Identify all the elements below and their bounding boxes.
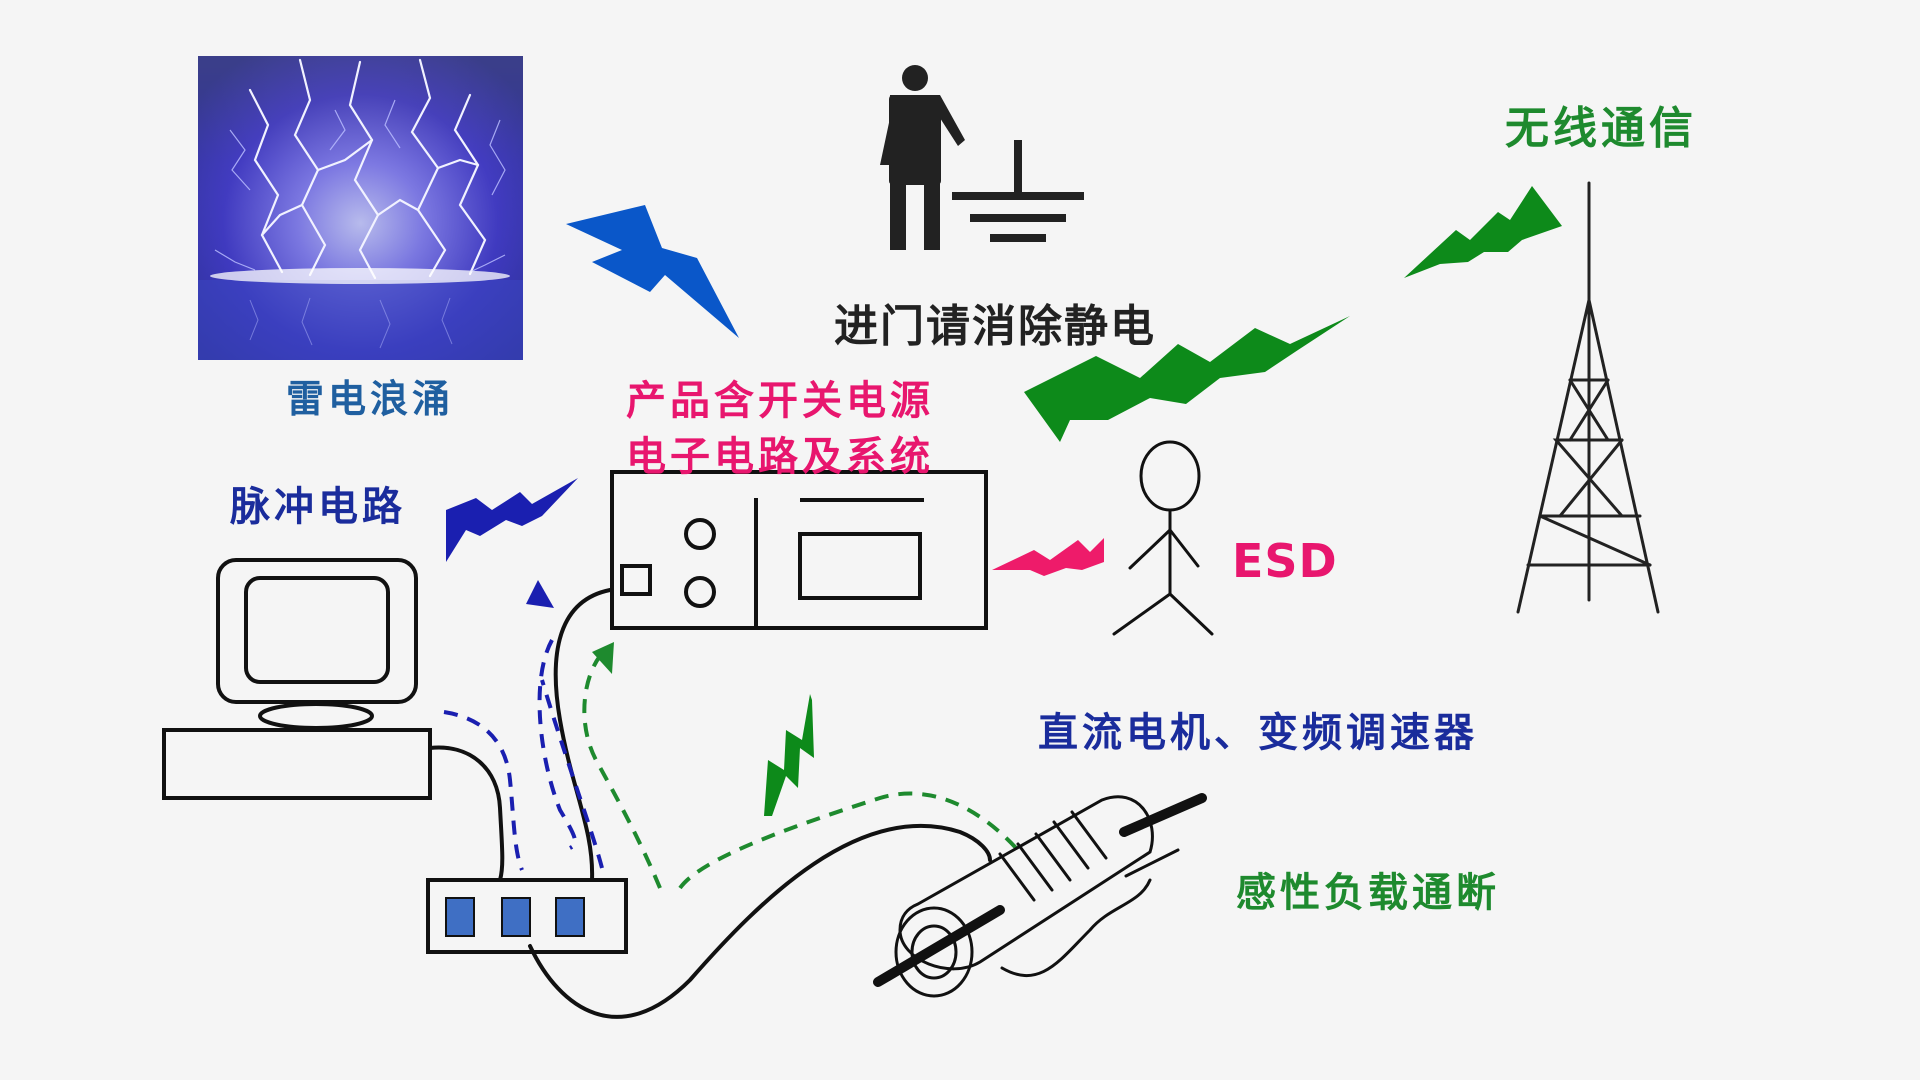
inductive-load-label: 感性负载通断	[1236, 870, 1500, 916]
cables	[428, 588, 992, 1019]
radio-tower-icon	[1516, 181, 1660, 614]
product-label-line2: 电子电路及系统	[626, 434, 934, 480]
coupling-paths	[443, 639, 1018, 890]
motor-label: 直流电机、变频调速器	[1038, 710, 1478, 756]
motor-bolt-icon	[764, 694, 814, 816]
electronic-device-icon	[610, 470, 988, 630]
wireless-label: 无线通信	[1505, 103, 1697, 154]
person-icon	[880, 65, 965, 250]
pulse-bolt-icon	[446, 478, 578, 562]
computer-monitor-icon	[162, 558, 432, 800]
green-arrowhead-icon	[592, 642, 614, 674]
stick-figure-icon	[1112, 440, 1214, 636]
surge-bolt-icon	[566, 205, 739, 338]
esd-bolt-icon	[992, 538, 1104, 576]
ground-notice-label: 进门请消除静电	[834, 301, 1156, 352]
lightning-surge-label: 雷电浪涌	[286, 377, 455, 421]
power-strip-icon	[426, 878, 628, 954]
esd-label: ESD	[1232, 534, 1338, 588]
wireless-bolt-small-icon	[1404, 186, 1562, 278]
wireless-bolt-large-icon	[1024, 316, 1350, 442]
motor-icon	[873, 793, 1207, 998]
blue-arrowhead-icon	[526, 580, 554, 608]
pulse-circuit-label: 脉冲电路	[230, 484, 406, 530]
ground-symbol-icon	[952, 140, 1084, 242]
product-label-line1: 产品含开关电源	[626, 378, 934, 424]
lightning-storm-photo	[198, 56, 523, 360]
